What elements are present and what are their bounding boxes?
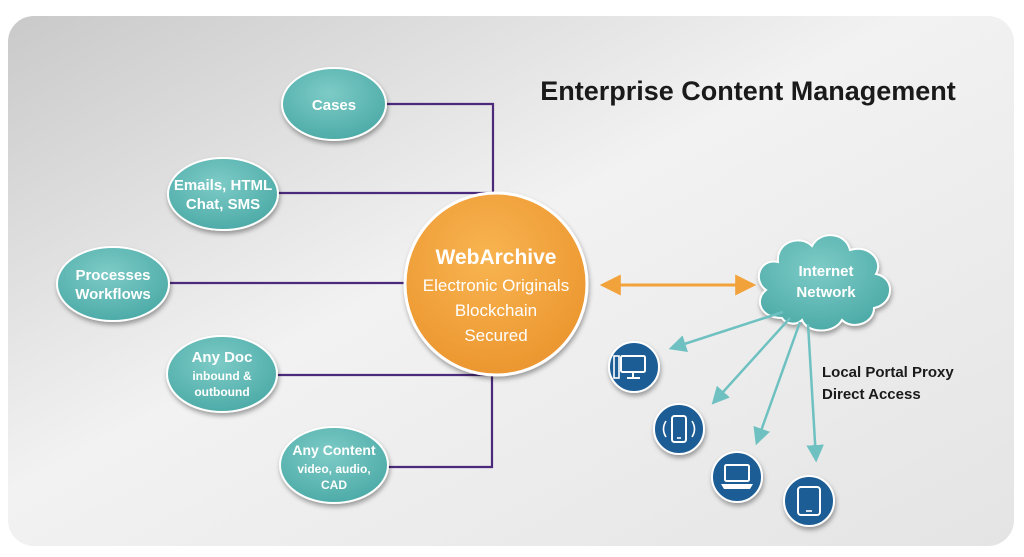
arrow-to-desktop xyxy=(668,310,784,353)
hub-line-3: Blockchain xyxy=(455,301,537,320)
source-anycontent-label-2: video, audio, xyxy=(297,462,370,476)
source-anydoc xyxy=(166,335,278,413)
source-cases-label: Cases xyxy=(312,97,356,114)
tablet-icon xyxy=(783,475,835,527)
hub-title: WebArchive xyxy=(436,246,557,269)
source-anycontent-label-1: Any Content xyxy=(292,442,376,458)
laptop-icon xyxy=(711,451,763,503)
source-emails-label-1: Emails, HTML xyxy=(174,177,272,194)
arrow-to-phone xyxy=(711,317,791,405)
source-anydoc-label-1: Any Doc xyxy=(192,349,253,366)
source-emails-label-2: Chat, SMS xyxy=(186,196,260,213)
access-label-2: Direct Access xyxy=(822,386,921,403)
arrow-to-laptop xyxy=(753,321,802,446)
connectors xyxy=(168,102,495,469)
source-processes-label-1: Processes xyxy=(75,267,150,284)
access-label-1: Local Portal Proxy xyxy=(822,364,954,381)
access-arrows xyxy=(668,310,824,463)
connector-anycontent xyxy=(386,372,494,469)
cloud-label-1: Internet xyxy=(798,263,853,280)
source-cases xyxy=(281,67,387,141)
webarchive-hub xyxy=(403,191,589,377)
diagram-title: Enterprise Content Management xyxy=(540,76,956,106)
arrow-to-tablet xyxy=(806,323,824,463)
phone-icon xyxy=(653,403,705,455)
connector-cases xyxy=(383,102,495,195)
source-processes xyxy=(56,246,170,322)
source-anydoc-label-2: inbound & xyxy=(192,369,252,383)
internet-cloud-icon xyxy=(757,234,891,332)
source-anycontent-label-3: CAD xyxy=(321,478,347,492)
source-anycontent xyxy=(279,426,389,504)
cloud-label-2: Network xyxy=(796,284,856,301)
hub-line-2: Electronic Originals xyxy=(423,276,569,295)
hub-line-4: Secured xyxy=(464,326,527,345)
source-emails xyxy=(167,157,279,231)
source-anydoc-label-3: outbound xyxy=(194,385,249,399)
source-processes-label-2: Workflows xyxy=(75,286,151,303)
desktop-icon xyxy=(608,341,660,393)
